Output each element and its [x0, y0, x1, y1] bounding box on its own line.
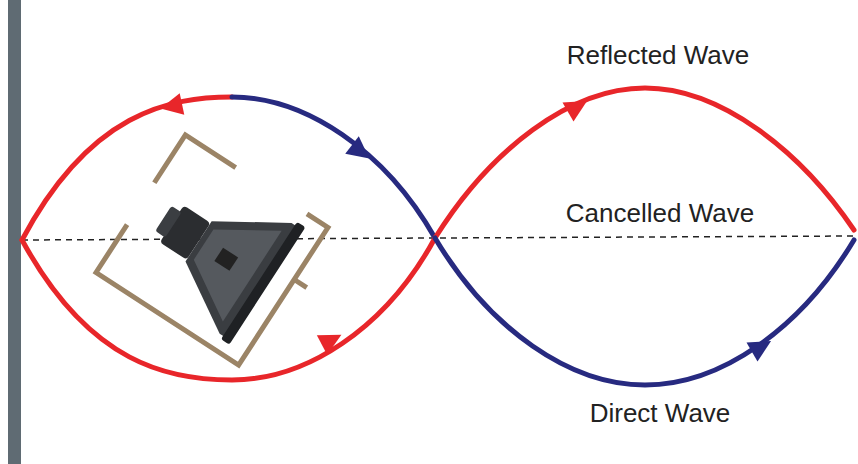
arrowhead	[158, 93, 184, 119]
speaker-cabinet	[96, 135, 340, 373]
cabinet-outline	[96, 135, 340, 373]
arrowheads	[158, 91, 776, 361]
direct-wave-curve	[435, 238, 854, 385]
wall	[8, 0, 21, 464]
wave-label: Reflected Wave	[567, 41, 750, 70]
arrowhead	[345, 136, 376, 167]
reflected-wave-curve	[435, 88, 854, 238]
wave-label: Direct Wave	[590, 399, 731, 428]
arrowhead	[563, 91, 593, 121]
arrowhead	[747, 331, 777, 361]
arrowhead	[317, 325, 347, 355]
cancelled-line	[22, 236, 856, 240]
direct-wave-curve	[232, 97, 435, 238]
speaker-driver	[125, 160, 305, 345]
wave-curves	[22, 88, 854, 385]
wave-label: Cancelled Wave	[566, 199, 754, 228]
